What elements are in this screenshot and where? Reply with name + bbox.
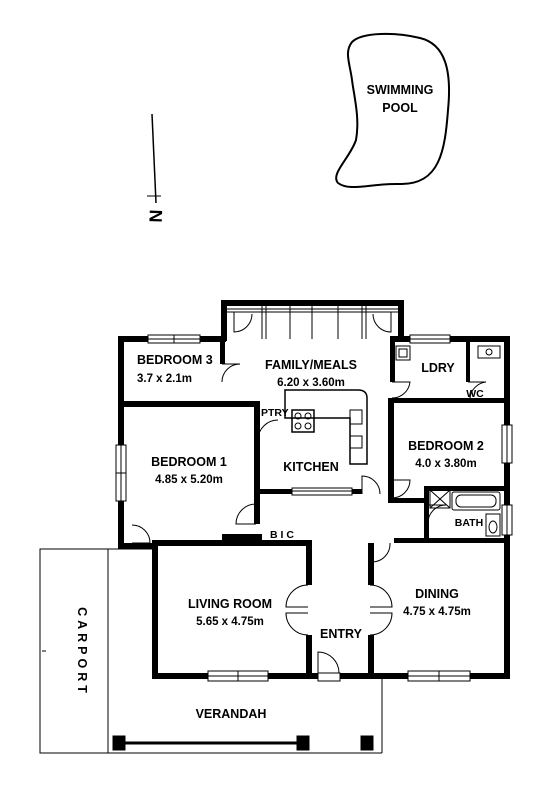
bath-name: BATH: [455, 517, 483, 529]
north-label: N: [146, 209, 166, 223]
bic-name: B I C: [270, 529, 294, 541]
swimming-pool-outline: [335, 32, 451, 189]
living-name: LIVING ROOM: [188, 597, 272, 611]
pantry-name: PTRY: [261, 407, 289, 419]
family-name: FAMILY/MEALS: [265, 358, 357, 372]
laundry-name: LDRY: [421, 361, 455, 375]
family-size: 6.20 x 3.60m: [277, 377, 345, 389]
room-labels: BEDROOM 3 3.7 x 2.1m FAMILY/MEALS 6.20 x…: [75, 353, 484, 721]
bedroom3-size: 3.7 x 2.1m: [137, 373, 192, 385]
bedroom1-size: 4.85 x 5.20m: [155, 474, 223, 486]
bedroom2-size: 4.0 x 3.80m: [415, 458, 476, 470]
dining-size: 4.75 x 4.75m: [403, 606, 471, 618]
bedroom3-name: BEDROOM 3: [137, 353, 213, 367]
fixtures: [284, 345, 501, 537]
windows: [115, 334, 513, 682]
verandah-carport: [39, 548, 383, 754]
doors: [131, 363, 487, 682]
kitchen-name: KITCHEN: [283, 460, 339, 474]
pool-label-line1: SWIMMING: [367, 83, 434, 97]
dining-name: DINING: [415, 587, 459, 601]
wc-name: WC: [466, 388, 484, 400]
carport-name: CARPORT: [75, 607, 89, 697]
verandah-name: VERANDAH: [196, 707, 267, 721]
living-size: 5.65 x 4.75m: [196, 616, 264, 628]
north-arrow: N: [146, 113, 166, 223]
bedroom2-name: BEDROOM 2: [408, 439, 484, 453]
pergola-extension: [221, 300, 404, 341]
bedroom1-name: BEDROOM 1: [151, 455, 227, 469]
pool-label-line2: POOL: [382, 101, 418, 115]
entry-name: ENTRY: [320, 627, 363, 641]
